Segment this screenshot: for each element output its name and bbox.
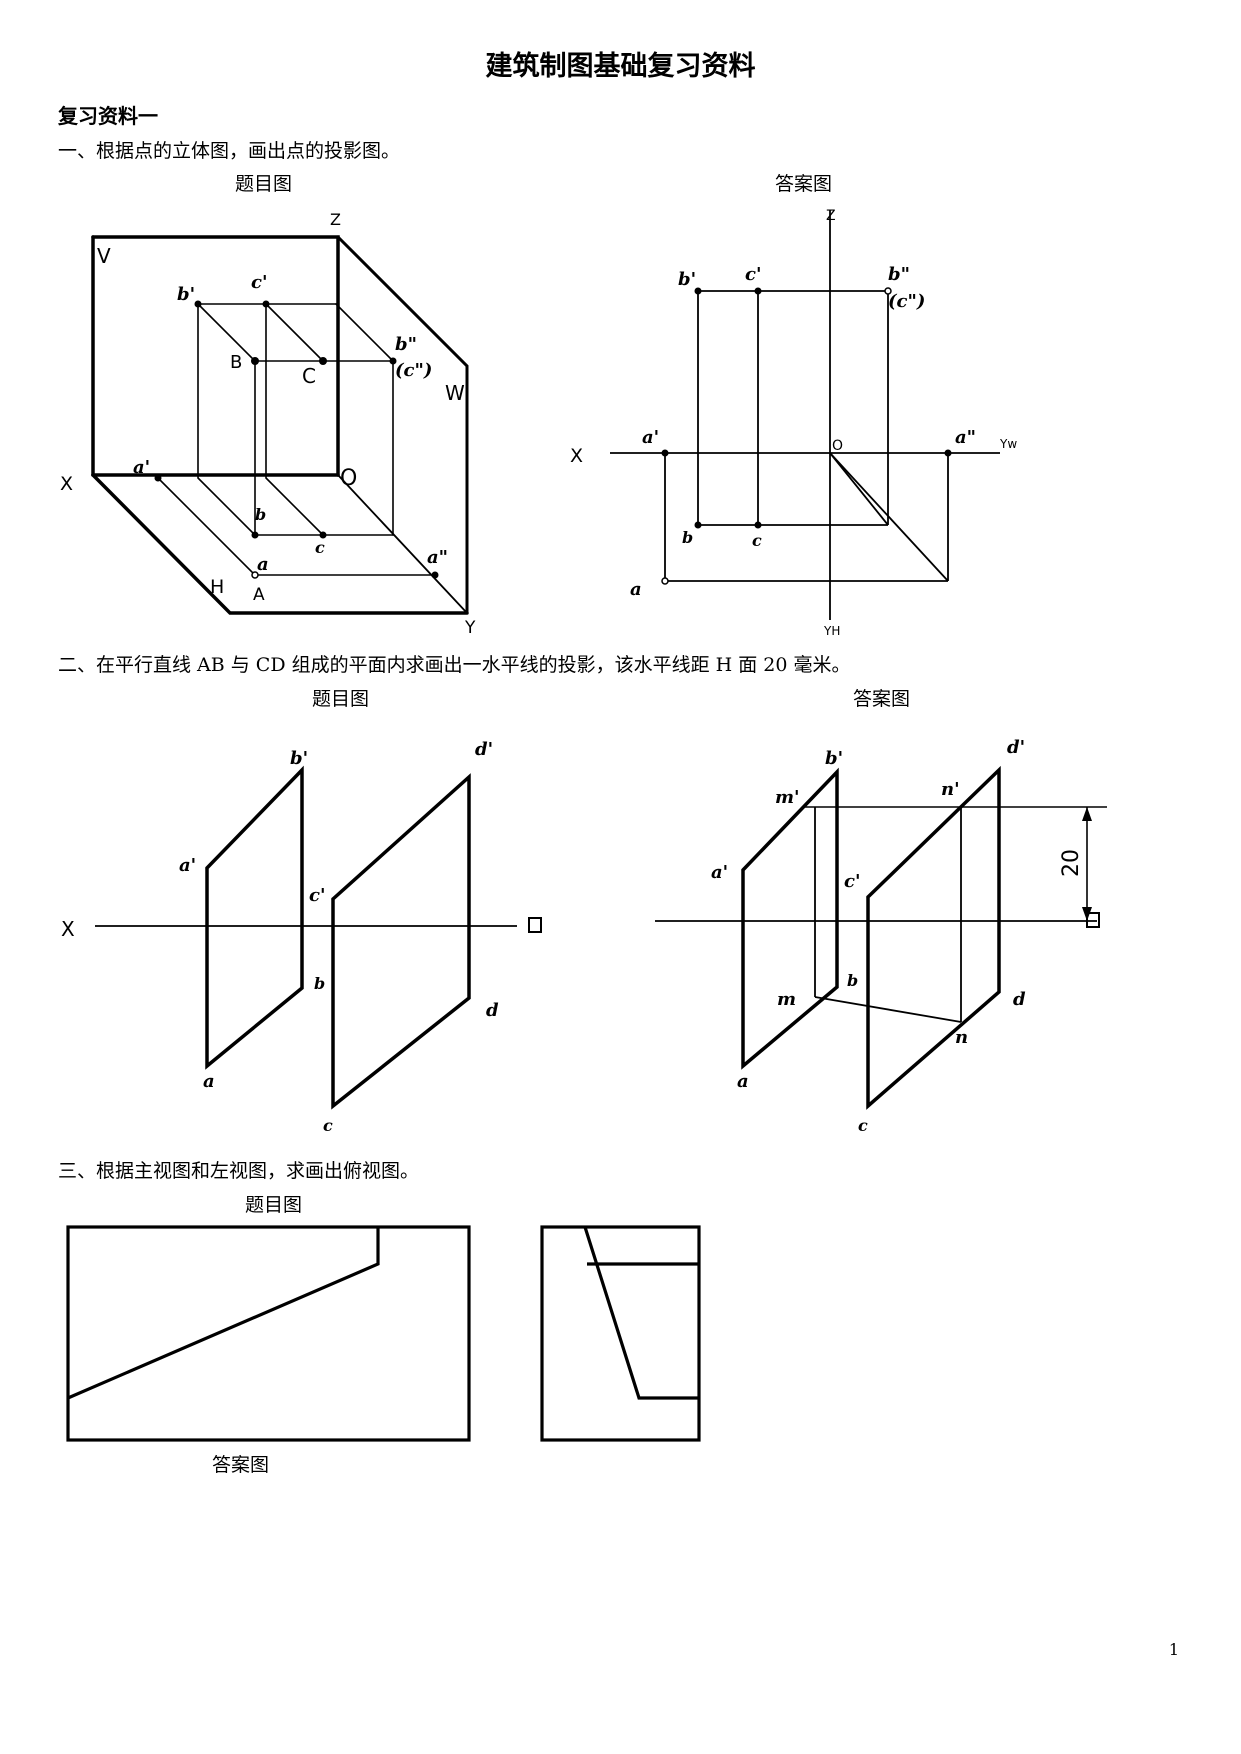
question-2-text: 二、在平行直线 AB 与 CD 组成的平面内求画出一水平线的投影，该水平线距 H… [58,654,851,676]
fig-label: d [1013,989,1026,1010]
fig-label: Y [464,618,476,638]
fig-label: m [777,989,796,1010]
fig-label: b" [888,264,910,285]
question-1-text: 一、根据点的立体图，画出点的投影图。 [58,140,401,162]
fig-label: O [340,466,357,491]
fig-label: a' [642,427,659,448]
fig-label: Yw [999,437,1017,451]
fig-label: (c") [395,360,432,381]
q2-caption-left: 题目图 [312,688,370,710]
question-3-text: 三、根据主视图和左视图，求画出俯视图。 [58,1160,420,1182]
fig-label: c' [745,264,761,285]
q1-caption-right: 答案图 [775,173,833,195]
fig-label: YH [823,624,840,638]
fig-label: C [302,364,316,388]
fig-label: a [203,1071,215,1092]
q3-side-view [540,1225,701,1442]
q2-caption-right: 答案图 [853,688,911,710]
fig-label: X [570,445,583,467]
fig-label: d [486,1000,499,1021]
fig-label: m' [775,787,800,808]
fig-label: a" [427,547,448,568]
page-title: 建筑制图基础复习资料 [485,51,756,82]
fig-label: A [253,585,265,605]
q1-caption-left: 题目图 [235,173,293,195]
fig-label: c' [251,272,267,293]
q3-caption-top: 题目图 [245,1194,303,1216]
fig-label: b' [177,284,195,305]
fig-label: c [752,531,762,550]
q2-figure-problem: X a' b' c' d' a b c d [61,739,542,1135]
fig-label: B [230,352,242,373]
fig-label: Z [330,210,341,229]
fig-label: V [97,244,111,268]
fig-label: X [61,917,75,941]
section-heading: 复习资料一 [58,104,158,128]
fig-label: b' [825,748,843,769]
fig-label: n [955,1027,968,1048]
q1-figure-3d: Z V W X O H A Y B C b' c' b" (c") a' a" … [60,210,476,638]
fig-label: b [847,971,858,990]
fig-label: c' [309,885,325,906]
fig-label: b' [678,269,696,290]
fig-label: c [858,1116,868,1135]
fig-label: c [323,1116,333,1135]
fig-label: X [60,473,73,495]
fig-label: n' [941,779,960,800]
fig-label: a" [955,427,976,448]
fig-label: a' [133,457,150,478]
fig-label: d' [1007,737,1025,758]
fig-label: H [210,576,224,598]
fig-label: b" [395,334,417,355]
fig-label: b' [290,748,308,769]
dimension-20: 20 [1059,849,1084,877]
fig-label: O [832,438,843,454]
q1-figure-projection: Z X O Yw YH b' c' b" (c") a' a" b c a [570,208,1017,638]
fig-label: b [255,505,266,524]
q3-front-view [66,1225,471,1442]
fig-label: b [314,974,325,993]
fig-label: a' [711,862,728,883]
fig-label: b [682,528,693,547]
fig-label: Z [826,208,836,224]
fig-label: a' [179,855,196,876]
fig-label: c [315,538,325,557]
fig-label: a [737,1071,749,1092]
q3-caption-bottom: 答案图 [212,1454,270,1476]
fig-label: c' [844,871,860,892]
fig-label: W [445,381,465,405]
fig-label: a [257,554,269,575]
fig-label: (c") [888,291,925,312]
page-number: 1 [1168,1640,1179,1659]
fig-label: d' [475,739,493,760]
q2-figure-answer: 20 X a' b' c' d' m' n' a b c d m n [655,737,1107,1135]
fig-label: a [630,579,642,600]
